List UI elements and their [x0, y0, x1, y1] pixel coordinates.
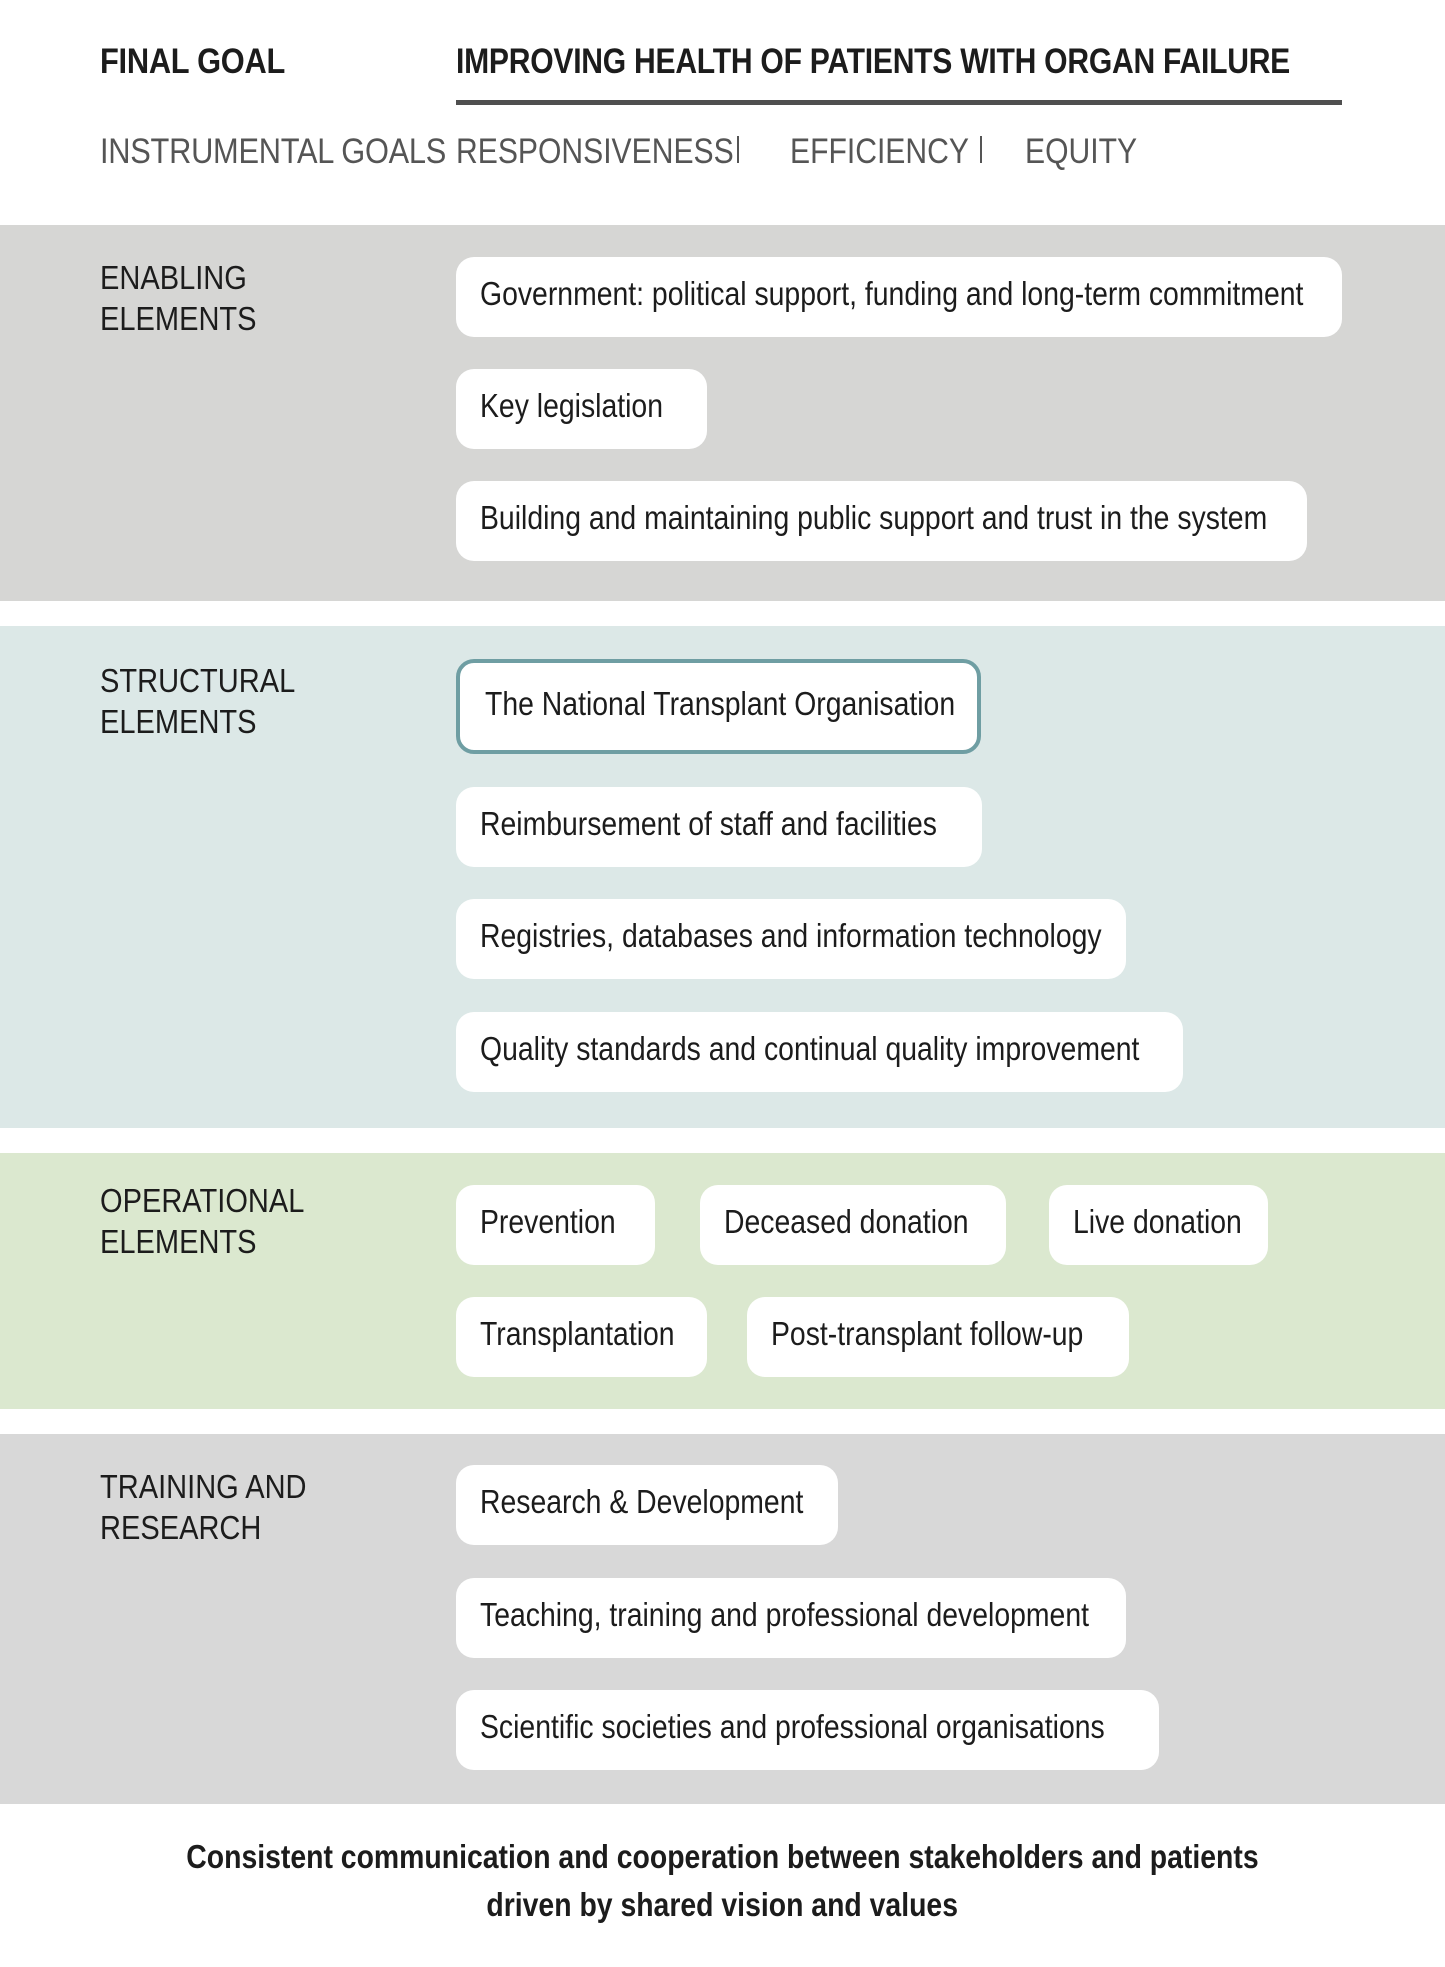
band-label-operational: OPERATIONAL ELEMENTS [100, 1180, 304, 1262]
band-label-enabling: ENABLING ELEMENTS [100, 257, 257, 339]
band-label-line: ELEMENTS [100, 1223, 257, 1260]
band-label-line: STRUCTURAL [100, 662, 296, 699]
element-text: Teaching, training and professional deve… [480, 1596, 1090, 1633]
element-box-public-support: Building and maintaining public support … [456, 481, 1307, 561]
band-label-line: TRAINING AND [100, 1468, 307, 1505]
element-text: Building and maintaining public support … [480, 499, 1268, 536]
element-text: Scientific societies and professional or… [480, 1708, 1105, 1745]
element-text: Reimbursement of staff and facilities [480, 805, 937, 842]
element-box-registries: Registries, databases and information te… [456, 899, 1126, 979]
element-text: Registries, databases and information te… [480, 917, 1102, 954]
final-goal-label: FINAL GOAL [100, 42, 286, 81]
element-box-research-development: Research & Development [456, 1465, 838, 1545]
band-label-line: RESEARCH [100, 1509, 262, 1546]
element-box-post-transplant-follow-up: Post-transplant follow-up [747, 1297, 1129, 1377]
element-text: Prevention [480, 1203, 616, 1240]
goal-efficiency: EFFICIENCY [790, 132, 969, 171]
band-label-line: ENABLING [100, 259, 247, 296]
element-text: Live donation [1073, 1203, 1242, 1240]
band-label-line: ELEMENTS [100, 300, 257, 337]
instrumental-goals-label: INSTRUMENTAL GOALS [100, 132, 447, 171]
goal-separator [980, 136, 982, 163]
band-label-line: OPERATIONAL [100, 1182, 305, 1219]
final-goal-text: IMPROVING HEALTH OF PATIENTS WITH ORGAN … [456, 42, 1290, 81]
band-operational-elements: OPERATIONAL ELEMENTS Prevention Deceased… [0, 1153, 1445, 1409]
element-text: Government: political support, funding a… [480, 275, 1304, 312]
element-box-live-donation: Live donation [1049, 1185, 1268, 1265]
band-label-training: TRAINING AND RESEARCH [100, 1466, 307, 1548]
element-text: Key legislation [480, 387, 664, 424]
final-goal-underline [456, 100, 1342, 105]
element-box-transplantation: Transplantation [456, 1297, 707, 1377]
band-enabling-elements: ENABLING ELEMENTS Government: political … [0, 225, 1445, 601]
footer-text: driven by shared vision and values [486, 1886, 959, 1923]
footer-line-2: driven by shared vision and values [0, 1886, 1445, 1924]
element-text: Quality standards and continual quality … [480, 1030, 1140, 1067]
element-box-quality-standards: Quality standards and continual quality … [456, 1012, 1183, 1092]
element-text: Transplantation [480, 1315, 675, 1352]
element-box-teaching-training: Teaching, training and professional deve… [456, 1578, 1126, 1658]
goal-equity: EQUITY [1025, 132, 1138, 171]
element-box-national-transplant-organisation: The National Transplant Organisation [456, 659, 981, 754]
element-box-prevention: Prevention [456, 1185, 655, 1265]
band-label-structural: STRUCTURAL ELEMENTS [100, 660, 295, 742]
footer-line-1: Consistent communication and cooperation… [0, 1838, 1445, 1876]
element-box-scientific-societies: Scientific societies and professional or… [456, 1690, 1159, 1770]
footer-text: Consistent communication and cooperation… [186, 1838, 1259, 1875]
band-structural-elements: STRUCTURAL ELEMENTS The National Transpl… [0, 626, 1445, 1128]
element-box-reimbursement: Reimbursement of staff and facilities [456, 787, 982, 867]
goal-separator [737, 136, 739, 163]
band-training-and-research: TRAINING AND RESEARCH Research & Develop… [0, 1434, 1445, 1804]
element-text: Research & Development [480, 1483, 804, 1520]
band-label-line: ELEMENTS [100, 703, 257, 740]
element-text: Deceased donation [724, 1203, 969, 1240]
element-box-key-legislation: Key legislation [456, 369, 707, 449]
element-text: Post-transplant follow-up [771, 1315, 1084, 1352]
goal-responsiveness: RESPONSIVENESS [456, 132, 734, 171]
element-box-deceased-donation: Deceased donation [700, 1185, 1006, 1265]
element-box-government: Government: political support, funding a… [456, 257, 1342, 337]
element-text: The National Transplant Organisation [485, 685, 956, 722]
